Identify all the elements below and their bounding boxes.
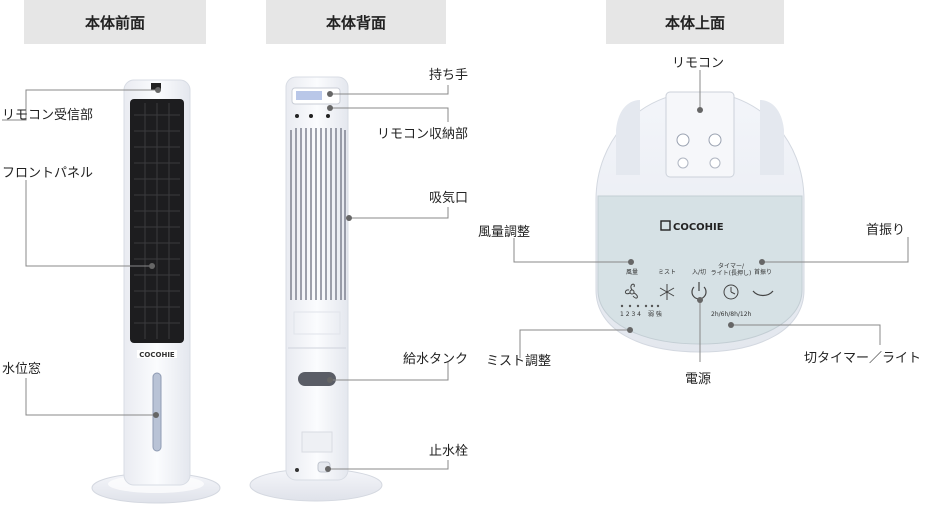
back-unit xyxy=(249,76,383,502)
panel-power-text: 入/切 xyxy=(692,269,706,276)
top-logo: COCOHIE xyxy=(673,222,724,233)
top-unit: COCOHIE 風量 ミスト 入/切 タイマー/ ライト(長押し) 首振り xyxy=(595,91,805,353)
water-level-window xyxy=(152,372,162,452)
label-drain-plug: 止水栓 xyxy=(428,444,468,459)
swing-icon xyxy=(752,290,774,297)
header-front: 本体前面 xyxy=(24,0,206,44)
panel-mist-text: ミスト xyxy=(658,269,676,276)
snowflake-icon xyxy=(659,284,675,300)
panel-levels-text: 1 2 3 4 xyxy=(620,311,641,318)
panel-swing-text: 首振り xyxy=(754,268,772,276)
label-remote: リモコン xyxy=(672,56,725,71)
panel-timer-text-2: ライト(長押し) xyxy=(711,269,752,277)
label-power: 電源 xyxy=(685,372,712,387)
label-handle: 持ち手 xyxy=(428,68,468,83)
label-mist: ミスト調整 xyxy=(486,354,552,369)
label-swing: 首振り xyxy=(866,223,906,238)
header-top: 本体上面 xyxy=(606,0,784,44)
water-tank-grip xyxy=(298,372,336,386)
label-remote-storage: リモコン収納部 xyxy=(376,127,468,142)
remote-receiver-window xyxy=(151,83,161,90)
front-unit: COCOHIE xyxy=(91,79,221,504)
timer-icon xyxy=(723,284,739,300)
fan-icon xyxy=(624,283,638,299)
label-remote-receiver: リモコン受信部 xyxy=(2,108,94,123)
front-logo: COCOHIE xyxy=(139,351,175,359)
label-air-intake: 吸気口 xyxy=(428,191,468,206)
panel-fan-text: 風量 xyxy=(626,269,638,276)
label-front-panel: フロントパネル xyxy=(2,166,94,181)
label-water-tank: 給水タンク xyxy=(402,352,468,367)
header-back: 本体背面 xyxy=(266,0,446,44)
label-timer-light: 切タイマー／ライト xyxy=(804,351,922,366)
label-water-window: 水位窓 xyxy=(2,362,42,377)
panel-timer-text-1: タイマー/ xyxy=(718,262,745,270)
label-fan-speed: 風量調整 xyxy=(478,225,531,240)
panel-weak-strong-text: 弱 強 xyxy=(648,310,662,318)
panel-timer-values-text: 2h/6h/8h/12h xyxy=(711,311,752,318)
